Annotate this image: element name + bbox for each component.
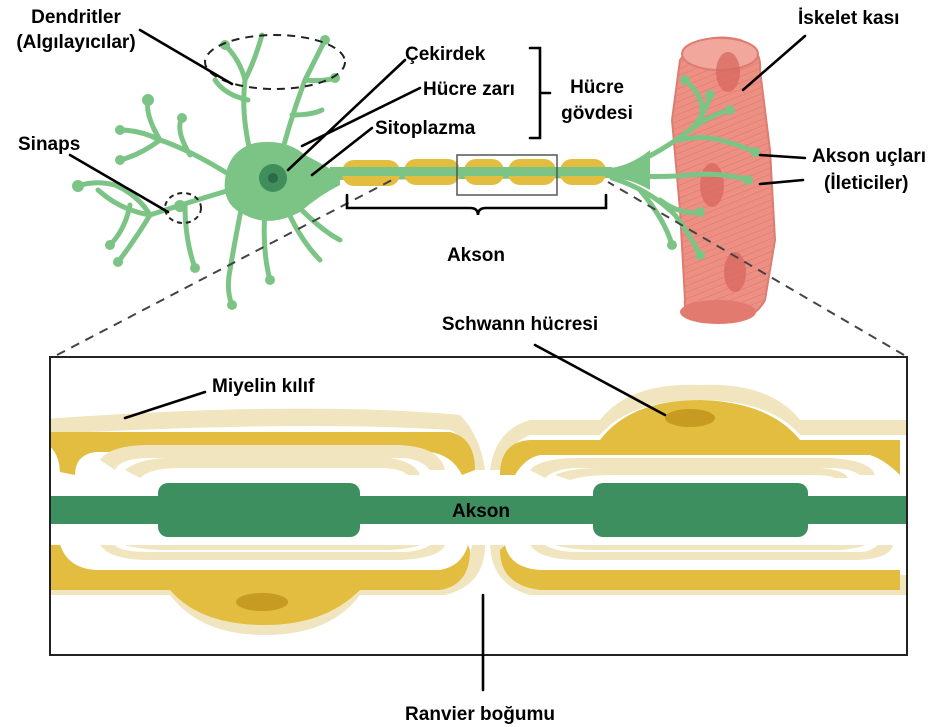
label-dendrites-1: Dendritler xyxy=(31,7,121,28)
label-synapse: Sinaps xyxy=(18,134,80,155)
myelin-segments xyxy=(330,159,612,186)
axon-bracket xyxy=(347,195,606,215)
label-cell-membrane: Hücre zarı xyxy=(423,79,515,100)
zoom-line-left xyxy=(57,180,392,355)
label-cytoplasm: Sitoplazma xyxy=(375,118,476,139)
label-schwann-cell: Schwann hücresi xyxy=(442,314,598,335)
label-dendrites-2: (Algılayıcılar) xyxy=(16,32,135,53)
label-myelin-sheath: Miyelin kılıf xyxy=(212,376,315,397)
label-nucleus: Çekirdek xyxy=(405,44,486,65)
schwann-nucleus-top xyxy=(665,409,715,427)
label-axon-inset: Akson xyxy=(452,501,510,522)
label-axon-top: Akson xyxy=(447,245,505,266)
nucleus xyxy=(268,173,278,183)
label-skeletal-muscle: İskelet kası xyxy=(798,8,899,29)
label-node-of-ranvier: Ranvier boğumu xyxy=(405,704,555,725)
neuron xyxy=(72,35,760,310)
schwann-nucleus-bottom xyxy=(236,593,288,611)
label-axon-terminals-1: Akson uçları xyxy=(812,146,926,167)
schwann-bottom-right xyxy=(490,545,944,595)
cell-body-bracket xyxy=(530,48,550,138)
label-axon-terminals-2: (İleticiler) xyxy=(824,173,908,194)
pointer-dendrites xyxy=(140,30,232,84)
label-cell-body-1: Hücre xyxy=(570,77,624,98)
label-cell-body-2: gövdesi xyxy=(561,103,633,124)
